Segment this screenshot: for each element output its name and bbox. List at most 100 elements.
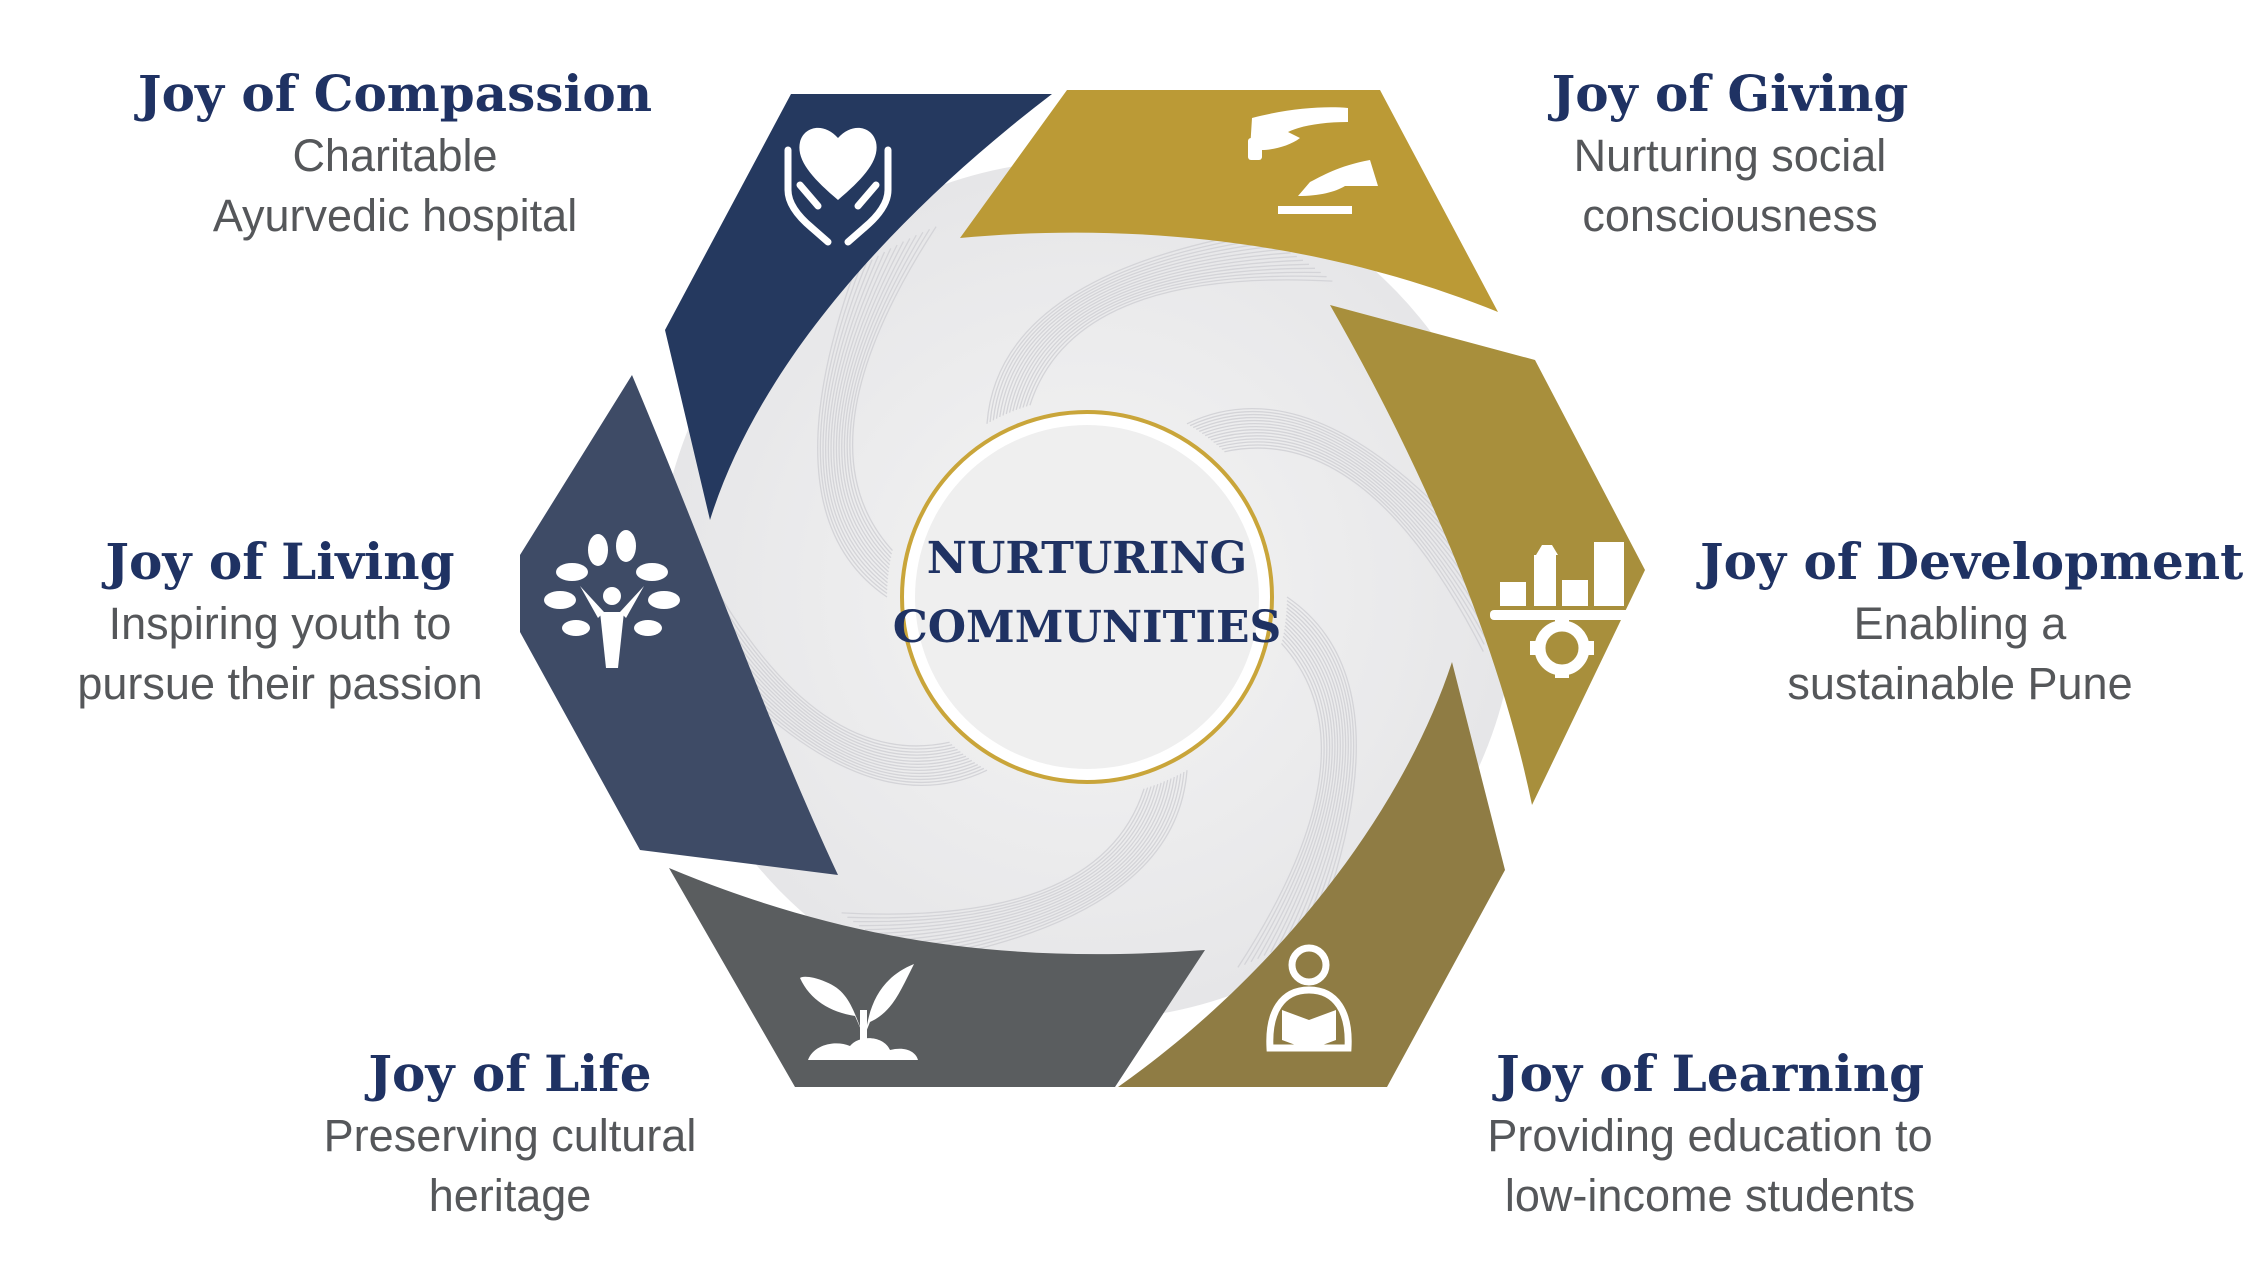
segment-living: [520, 375, 838, 875]
swirl-line: [847, 787, 1149, 919]
giving-hands-icon: [1248, 107, 1378, 214]
swirl-line: [1286, 607, 1349, 935]
desc-development-2: sustainable Pune: [1787, 658, 2133, 709]
swirl-line: [853, 786, 1152, 923]
swirl-line: [851, 226, 937, 552]
swirl-line: [1221, 444, 1485, 645]
label-development: Joy of Development Enabling a sustainabl…: [1700, 530, 2244, 714]
tree-person-icon: [544, 530, 680, 668]
swirl-line: [833, 248, 892, 576]
swirl-line: [822, 263, 888, 591]
desc-giving-1: Nurturing social: [1573, 130, 1887, 181]
swirl-line: [1002, 248, 1285, 416]
title-giving: Joy of Giving: [1551, 64, 1909, 123]
swirl-line: [908, 773, 1182, 956]
swirl-line: [1282, 618, 1341, 946]
label-learning: Joy of Learning Providing education to l…: [1440, 1042, 1980, 1226]
swirl-line: [889, 778, 1172, 946]
swirl-line: [1218, 441, 1486, 638]
heart-hands-icon: [784, 127, 892, 246]
swirl-line: [1012, 259, 1304, 412]
segment-giving: [960, 90, 1498, 312]
swirl-line: [1286, 603, 1352, 931]
desc-living-2: pursue their passion: [77, 658, 483, 709]
swirl-line: [841, 788, 1145, 915]
desc-life-1: Preserving cultural: [323, 1110, 697, 1161]
swirl-line: [1022, 271, 1321, 408]
swirl-line: [817, 271, 888, 598]
swirl-line: [838, 241, 904, 569]
swirl-line: [864, 783, 1159, 931]
swirl-line: [1005, 252, 1291, 415]
desc-development-1: Enabling a: [1853, 598, 2067, 649]
swirl-line: [1210, 432, 1488, 617]
sprout-icon: [800, 964, 918, 1060]
swirl-line: [921, 770, 1188, 962]
swirl-line: [858, 785, 1156, 927]
swirl-line: [995, 241, 1272, 419]
swirl-line: [1207, 429, 1488, 609]
segment-learning: [1118, 662, 1505, 1087]
swirl-line: [1008, 255, 1297, 413]
desc-giving-2: consciousness: [1582, 190, 1878, 241]
swirl-line: [1213, 435, 1487, 624]
swirl-line: [999, 245, 1279, 418]
swirl-line: [1286, 600, 1355, 927]
swirl-line: [1216, 438, 1487, 631]
label-life: Joy of Life Preserving cultural heritage: [250, 1042, 770, 1226]
center-line-2: COMMUNITIES: [893, 602, 1282, 653]
swirl-line: [1263, 628, 1333, 956]
swirl-line: [827, 255, 888, 584]
swirl-line: [1224, 447, 1484, 652]
swirl-line: [1250, 635, 1328, 963]
swirl-line: [1243, 639, 1325, 966]
segment-compassion: [665, 94, 1052, 520]
swirl-line: [843, 234, 917, 562]
swirl-line: [1025, 275, 1327, 407]
swirl-line: [819, 267, 888, 594]
swirl-line: [830, 251, 889, 580]
desc-compassion-2: Ayurvedic hospital: [212, 190, 578, 241]
segment-life: [669, 868, 1205, 1087]
city-gear-icon: [1490, 542, 1634, 678]
title-compassion: Joy of Compassion: [137, 64, 653, 123]
swirl-line: [1201, 422, 1488, 595]
label-compassion: Joy of Compassion Charitable Ayurvedic h…: [100, 62, 690, 246]
desc-learning-2: low-income students: [1504, 1170, 1916, 1221]
desc-learning-1: Providing education to: [1487, 1110, 1933, 1161]
desc-living-1: Inspiring youth to: [108, 598, 452, 649]
center-line-1: NURTURING: [927, 533, 1247, 584]
swirl-line: [883, 779, 1169, 942]
swirl-line: [895, 776, 1175, 949]
swirl-line: [1257, 632, 1331, 960]
swirl-line: [1285, 614, 1344, 943]
title-living: Joy of Living: [105, 532, 455, 591]
swirl-line: [989, 235, 1260, 423]
swirl-line: [1270, 625, 1336, 953]
desc-life-2: heritage: [428, 1170, 592, 1221]
swirl-line: [1237, 642, 1323, 968]
segment-development: [1330, 305, 1645, 805]
swirl-line: [1286, 596, 1357, 923]
swirl-line: [825, 259, 888, 587]
swirl-line: [1018, 267, 1316, 409]
swirl-line: [846, 231, 924, 559]
desc-compassion-1: Charitable: [292, 130, 498, 181]
swirl-line: [914, 771, 1185, 959]
swirl-line: [1204, 426, 1488, 602]
center-disc: [915, 425, 1259, 769]
label-living: Joy of Living Inspiring youth to pursue …: [20, 530, 540, 714]
swirl-line: [1276, 621, 1339, 950]
swirl-line: [992, 238, 1266, 421]
swirl-line: [835, 244, 898, 573]
swirl-line: [902, 775, 1179, 953]
title-development: Joy of Development: [1700, 532, 2244, 591]
title-life: Joy of Life: [368, 1044, 652, 1103]
swirl-line: [849, 228, 931, 555]
label-giving: Joy of Giving Nurturing social conscious…: [1480, 62, 1980, 246]
title-learning: Joy of Learning: [1495, 1044, 1925, 1103]
swirl-line: [841, 238, 911, 566]
reader-icon: [1266, 944, 1352, 1052]
swirl-line: [877, 781, 1166, 939]
